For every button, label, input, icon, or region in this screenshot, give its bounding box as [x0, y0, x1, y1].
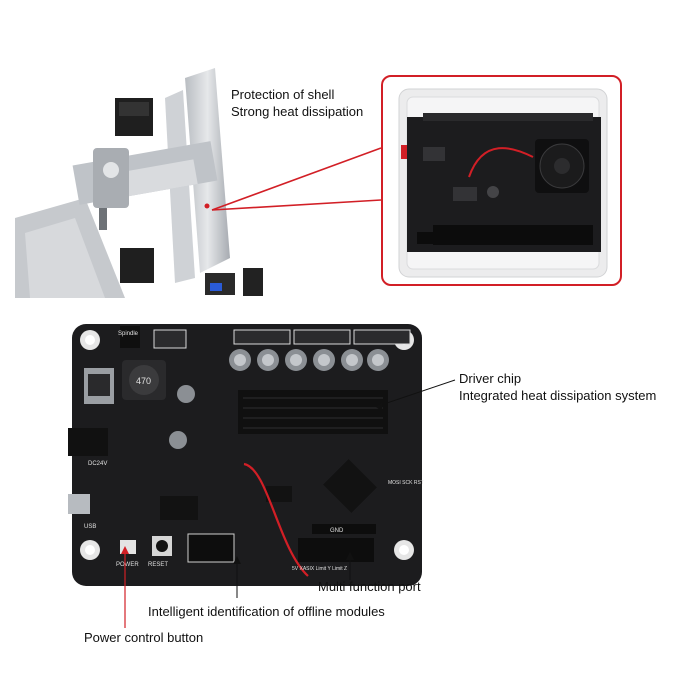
callout-offline-modules: Intelligent identification of offline mo…: [148, 604, 385, 619]
callout-shell: Protection of shell Strong heat dissipat…: [231, 86, 363, 120]
callout-driver-line1: Driver chip: [459, 371, 522, 386]
callout-power-button: Power control button: [84, 630, 204, 645]
callout-shell-line2: Strong heat dissipation: [231, 104, 364, 119]
isp-label: MOSI SCK RST: [388, 480, 424, 486]
spindle-label: Spindle: [118, 331, 139, 337]
usb-label: USB: [84, 524, 96, 530]
gnd-label: GND: [330, 528, 344, 534]
inductor-label: 470: [136, 376, 151, 386]
callout-driver: Driver chip Integrated heat dissipation …: [459, 370, 656, 404]
controller-board-photo: Spindle 470 DC24V USB POWER RESET GND 5V…: [68, 318, 426, 590]
callout-multi-port: Multi function port: [318, 579, 421, 594]
power-label: POWER: [116, 562, 139, 568]
reset-label: RESET: [148, 562, 168, 568]
limits-label: 5V XASIX Limit Y Limit Z: [292, 566, 347, 572]
callout-shell-line1: Protection of shell: [231, 87, 335, 102]
dc-in-label: DC24V: [88, 461, 107, 467]
callout-driver-line2: Integrated heat dissipation system: [459, 388, 657, 403]
shell-inset-photo: [381, 75, 622, 286]
